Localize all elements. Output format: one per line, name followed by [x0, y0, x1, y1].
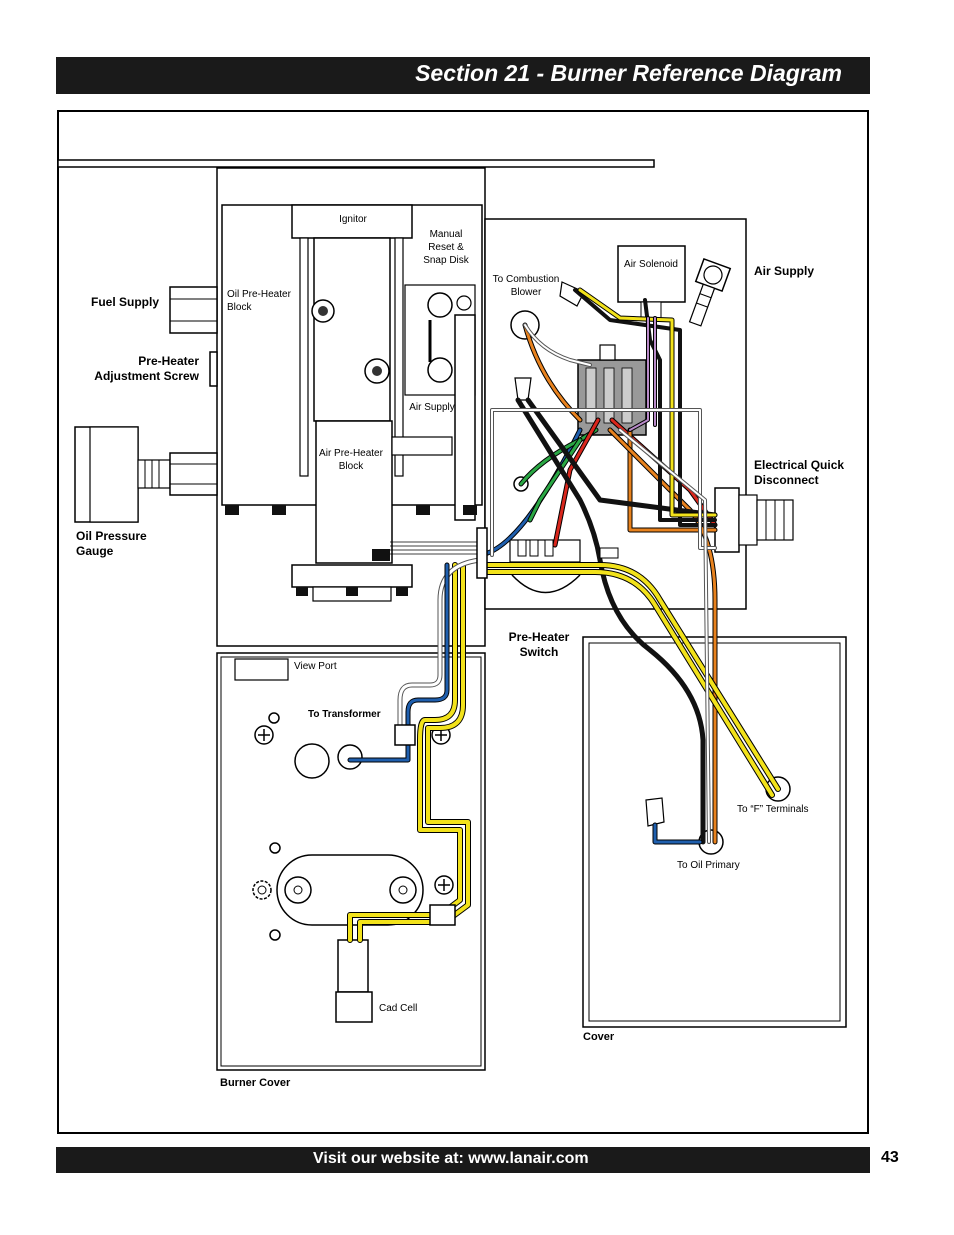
air-supply-label: Air Supply [754, 264, 815, 278]
electrical-quick-disconnect [714, 487, 740, 553]
footer-bar: Visit our website at: www.lanair.com [56, 1147, 870, 1173]
cad-cell-label: Cad Cell [379, 1003, 418, 1014]
manual-reset-label: Manual Reset & Snap Disk [423, 229, 469, 266]
oil-preheater-block-label: Oil Pre-Heater Block [227, 289, 291, 313]
air-supply-fitting [688, 257, 732, 327]
to-f-terminals-label: To “F” Terminals [737, 804, 809, 815]
view-port-label: View Port [294, 661, 337, 672]
to-oil-primary-label: To Oil Primary [677, 860, 740, 871]
preheater-switch [511, 574, 581, 594]
air-preheater-block-label: Air Pre-Heater Block [319, 448, 383, 472]
burner-cover-label: Burner Cover [220, 1077, 291, 1089]
preheater-adjustment-screw-label: Pre-Heater Adjustment Screw [94, 354, 199, 383]
air-solenoid-label: Air Solenoid [624, 259, 678, 270]
cad-cell [337, 939, 369, 993]
page-number: 43 [881, 1149, 899, 1166]
page-title: Section 21 - Burner Reference Diagram [415, 60, 842, 86]
oil-preheater-body [313, 237, 391, 422]
oil-pressure-gauge-label: Oil Pressure Gauge [76, 529, 147, 558]
view-port [234, 658, 289, 681]
top-rail [57, 159, 655, 168]
cover-label: Cover [583, 1031, 615, 1043]
fuel-supply-label: Fuel Supply [91, 295, 160, 309]
burner-flange [291, 564, 413, 588]
preheater-adjustment-screw [209, 351, 218, 387]
diagram-frame [57, 110, 869, 1134]
air-solenoid [617, 245, 686, 303]
air-preheater-body [315, 420, 393, 564]
electrical-quick-disconnect-label: Electrical Quick Disconnect [754, 458, 845, 487]
to-transformer-label: To Transformer [308, 709, 381, 720]
ignitor-label: Ignitor [339, 214, 367, 225]
website-text: Visit our website at: www.lanair.com [313, 1150, 589, 1167]
header-bar: Section 21 - Burner Reference Diagram [56, 57, 870, 94]
to-combustion-blower-label: To Combustion Blower [492, 274, 560, 298]
fuel-supply-fitting [169, 286, 218, 334]
preheater-switch-label: Pre-Heater Switch [508, 630, 570, 659]
air-supply-inner-label: Air Supply [409, 402, 455, 413]
